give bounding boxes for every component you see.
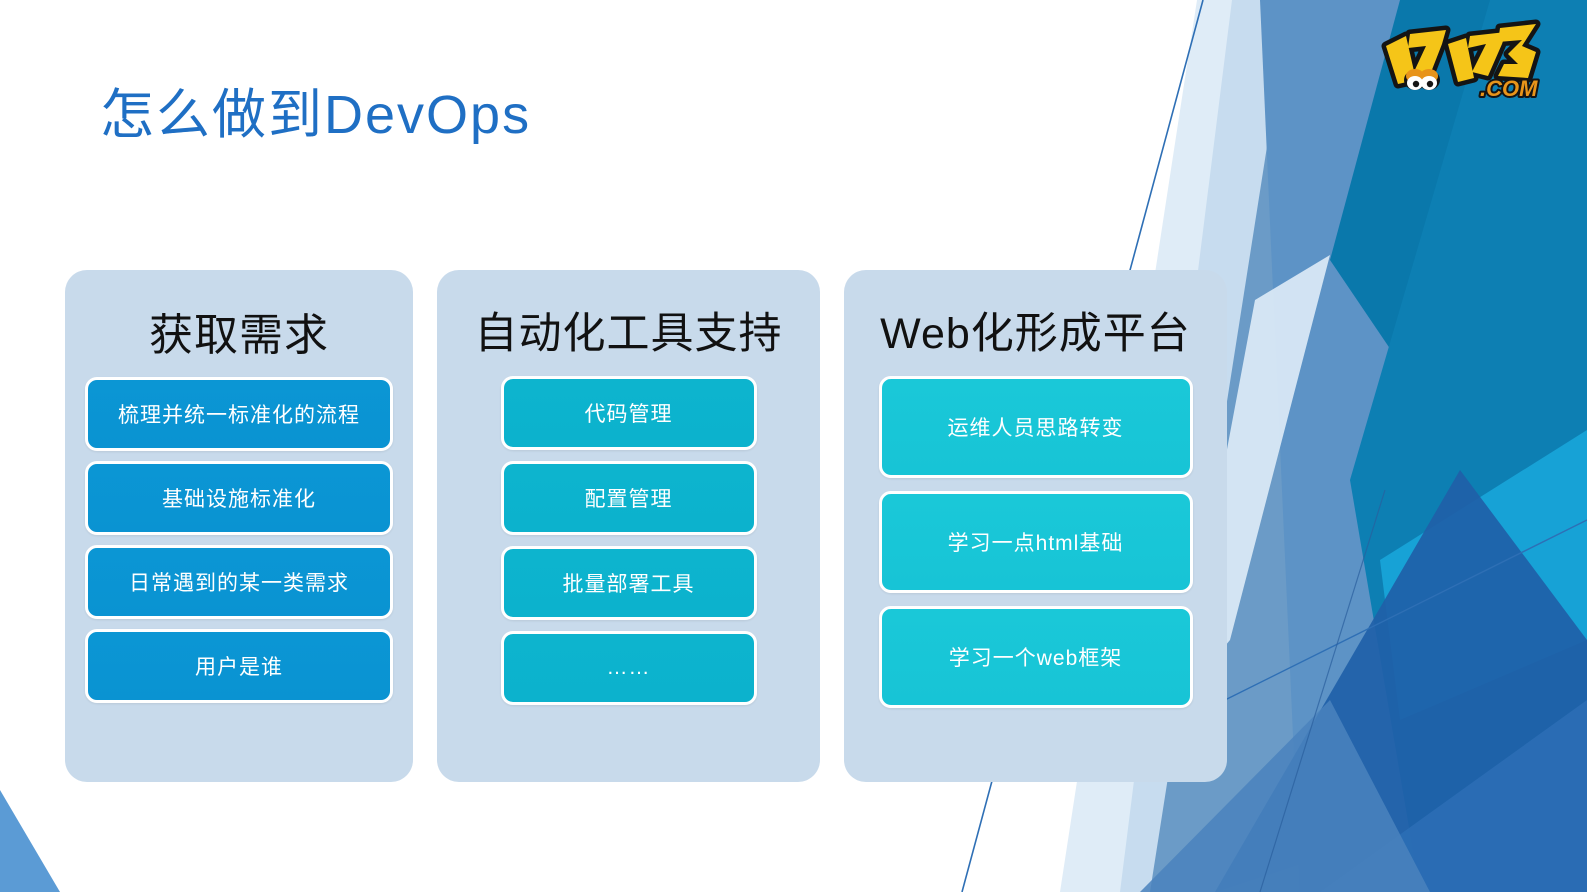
page-title: 怎么做到DevOps <box>100 85 532 145</box>
deco-line-3 <box>1259 489 1386 892</box>
deco-shape-cyan <box>1380 430 1587 720</box>
deco-shape-deep-1 <box>1215 470 1587 892</box>
list-item[interactable]: 批量部署工具 <box>500 545 757 620</box>
column-panel-automation-tools[interactable]: 自动化工具支持 代码管理 配置管理 批量部署工具 …… <box>437 270 820 782</box>
column-panel-web-platform[interactable]: Web化形成平台 运维人员思路转变 学习一点html基础 学习一个web框架 <box>844 270 1227 782</box>
deco-line-2 <box>1224 519 1587 701</box>
column-panel-get-requirements[interactable]: 获取需求 梳理并统一标准化的流程 基础设施标准化 日常遇到的某一类需求 用户是谁 <box>65 270 413 782</box>
column-item-list: 代码管理 配置管理 批量部署工具 …… <box>437 375 820 766</box>
svg-text:.COM: .COM <box>1480 76 1538 101</box>
column-title: 获取需求 <box>149 311 329 360</box>
column-item-list: 运维人员思路转变 学习一点html基础 学习一个web框架 <box>844 375 1227 766</box>
deco-shape-bottom-left <box>0 790 60 892</box>
column-item-list: 梳理并统一标准化的流程 基础设施标准化 日常遇到的某一类需求 用户是谁 <box>65 377 413 766</box>
deco-shape-deep-2 <box>1320 700 1587 892</box>
deco-shape-medium-2 <box>1260 0 1587 892</box>
list-item[interactable]: 代码管理 <box>500 375 757 450</box>
column-title: 自动化工具支持 <box>474 310 783 358</box>
deco-shape-teal-2 <box>1350 0 1587 892</box>
list-item[interactable]: 学习一点html基础 <box>878 490 1193 593</box>
column-title: Web化形成平台 <box>880 310 1191 358</box>
list-item[interactable]: …… <box>500 630 757 705</box>
logo-com-suffix: .COM .COM <box>1478 74 1540 103</box>
list-item[interactable]: 学习一个web框架 <box>878 605 1193 708</box>
logo-text-group <box>1381 19 1541 89</box>
17173-logo[interactable]: .COM .COM <box>1372 18 1544 104</box>
list-item[interactable]: 配置管理 <box>500 460 757 535</box>
column-group: 获取需求 梳理并统一标准化的流程 基础设施标准化 日常遇到的某一类需求 用户是谁… <box>65 270 1230 782</box>
list-item[interactable]: 基础设施标准化 <box>85 461 393 535</box>
svg-text:.COM: .COM <box>1480 76 1538 101</box>
list-item[interactable]: 运维人员思路转变 <box>878 375 1193 478</box>
list-item[interactable]: 日常遇到的某一类需求 <box>85 545 393 619</box>
list-item[interactable]: 梳理并统一标准化的流程 <box>85 377 393 451</box>
logo-eyes-icon <box>1404 69 1440 90</box>
list-item[interactable]: 用户是谁 <box>85 629 393 703</box>
